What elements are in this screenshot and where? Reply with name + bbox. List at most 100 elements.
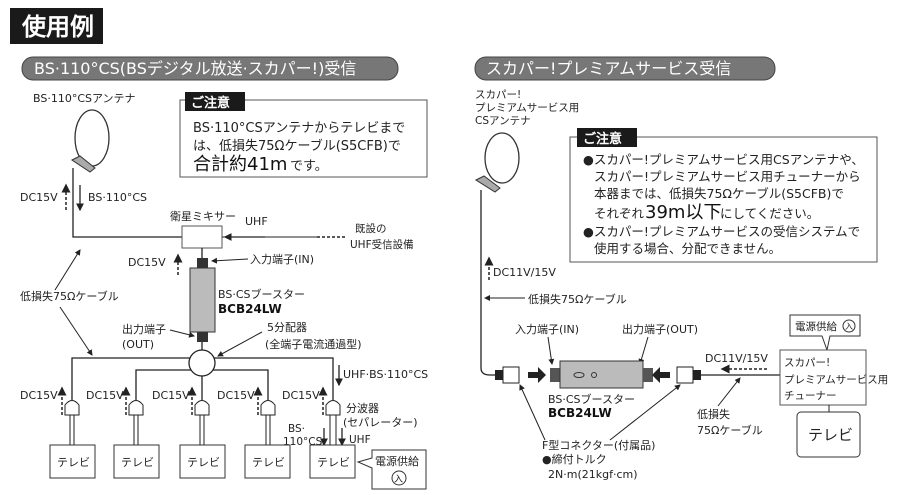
svg-text:ご注意: ご注意 [191, 95, 230, 111]
outlet-2: DC15V [86, 386, 144, 445]
svg-text:●スカパー!プレミアムサービスの受信システムで: ●スカパー!プレミアムサービスの受信システムで [583, 224, 860, 239]
input-terminal-label: 入力端子(IN) [250, 253, 314, 266]
bs-antenna-icon [71, 109, 110, 173]
5-way-splitter-icon [188, 349, 216, 377]
right-section-header: スカパー!プレミアムサービス受信 [474, 56, 776, 81]
page-title: 使用例 [10, 8, 103, 44]
cs-antenna-icon [474, 132, 520, 193]
svg-text:テレビ: テレビ [252, 456, 285, 469]
svg-text:使用する場合、分配できません。: 使用する場合、分配できません。 [594, 241, 781, 256]
svg-text:テレビ: テレビ [121, 456, 154, 469]
bs110cs-label: BS·110°CS [88, 191, 147, 204]
svg-text:BS·CSブースター: BS·CSブースター [218, 287, 305, 301]
svg-text:にしてください。: にしてください。 [720, 206, 819, 221]
svg-text:BS·110°CS(BSデジタル放送·スカパー!)受信: BS·110°CS(BSデジタル放送·スカパー!)受信 [34, 59, 356, 78]
existing-uhf-label: 既設の [355, 222, 387, 235]
svg-text:DC15V: DC15V [152, 389, 190, 402]
svg-text:本器までは、低損失75Ωケーブル(S5CFB)で: 本器までは、低損失75Ωケーブル(S5CFB)で [594, 186, 844, 201]
svg-text:DC15V: DC15V [20, 389, 58, 402]
svg-text:衛星ミキサー: 衛星ミキサー [170, 210, 236, 223]
svg-text:DC15V: DC15V [217, 389, 255, 402]
arrow-right-icon [528, 367, 546, 383]
separator-label-2: (セパレーター) [343, 416, 418, 429]
svg-text:入: 入 [845, 322, 853, 331]
svg-text:ご注意: ご注意 [583, 131, 622, 147]
svg-text:スカパー!: スカパー! [784, 357, 830, 369]
existing-uhf-label-2: UHF受信設備 [350, 238, 414, 251]
outlet-1: DC15V [20, 386, 80, 445]
cable-label-3: 75Ωケーブル [697, 423, 763, 437]
f-connector-right-icon [676, 366, 701, 384]
uhf-label-2: UHF [349, 434, 371, 446]
output-terminal-label: 出力端子(OUT) [622, 322, 698, 336]
connector-label: F型コネクター(付属品) [542, 438, 655, 452]
svg-text:です。: です。 [290, 159, 328, 174]
svg-text:●スカパー!プレミアムサービス用CSアンテナや、: ●スカパー!プレミアムサービス用CSアンテナや、 [583, 152, 864, 167]
dc15v-label: DC15V [128, 256, 166, 269]
svg-text:合計約41m: 合計約41m [193, 154, 287, 175]
output-terminal-label: 出力端子 [122, 322, 166, 336]
cs-antenna-label-2: プレミアムサービス用 [475, 102, 579, 114]
outlet-4: DC15V [217, 386, 276, 445]
svg-text:入: 入 [394, 474, 403, 485]
cs-antenna-cable [480, 190, 497, 376]
svg-text:スカパー!プレミアムサービス用チューナーから: スカパー!プレミアムサービス用チューナーから [594, 169, 861, 184]
satellite-mixer: 衛星ミキサー [170, 210, 236, 249]
svg-text:DC15V: DC15V [282, 389, 320, 402]
torque-label: ●締付トルク [542, 452, 607, 466]
svg-text:プレミアムサービス用: プレミアムサービス用 [784, 374, 888, 386]
cable-label: 低損失75Ωケーブル [20, 289, 119, 303]
torque-value: 2N·m(21kgf·cm) [548, 468, 638, 481]
cs-antenna-label-3: CSアンテナ [475, 115, 531, 127]
dc-label-2: DC11V/15V [705, 352, 768, 365]
splitter-label-2: (全端子電流通過型) [265, 337, 362, 351]
cable-label: 低損失75Ωケーブル [528, 292, 627, 306]
outlet-3: DC15V [152, 386, 210, 445]
cable-label-2: 低損失 [697, 407, 730, 421]
svg-text:39m以下: 39m以下 [645, 202, 721, 223]
svg-text:DC15V: DC15V [86, 389, 124, 402]
svg-text:それぞれ: それぞれ [594, 206, 645, 221]
arrow-left-icon [652, 367, 670, 383]
booster-device-right [550, 360, 653, 389]
notice-box-left: ご注意 BS·110°CSアンテナからテレビまで は、低損失75Ωケーブル(S5… [179, 92, 428, 178]
svg-text:BCB24LW: BCB24LW [218, 302, 282, 316]
tv-2: テレビ [113, 444, 160, 479]
dc-label: DC11V/15V [493, 266, 556, 279]
tuner-box: スカパー! プレミアムサービス用 チューナー [779, 349, 888, 406]
power-supply-callout: 電源供給 入 [356, 449, 427, 490]
booster-model: BCB24LW [548, 406, 612, 420]
svg-text:スカパー!プレミアムサービス受信: スカパー!プレミアムサービス受信 [486, 59, 731, 78]
booster-device: BS·CSブースター BCB24LW [189, 258, 305, 342]
svg-text:テレビ: テレビ [57, 456, 90, 469]
dc15v-label: DC15V [20, 191, 58, 204]
uhf-label: UHF [245, 215, 268, 228]
notice-box-right: ご注意 ●スカパー!プレミアムサービス用CSアンテナや、 スカパー!プレミアムサ… [569, 128, 878, 263]
uhf-bs-label: UHF·BS·110°CS [343, 368, 428, 381]
power-supply-callout-right: 電源供給 入 [789, 314, 861, 352]
cs-antenna-label: スカパー! [475, 89, 521, 101]
tv-4: テレビ [244, 444, 291, 479]
svg-text:チューナー: チューナー [784, 390, 837, 402]
bs-short-label: BS· [288, 423, 305, 435]
svg-text:電源供給: 電源供給 [375, 454, 419, 468]
antenna-label: BS·110°CSアンテナ [33, 92, 136, 105]
left-section-header: BS·110°CS(BSデジタル放送·スカパー!)受信 [21, 56, 399, 81]
svg-text:テレビ: テレビ [187, 456, 220, 469]
output-terminal-label-2: (OUT) [122, 338, 154, 351]
splitter-label: 5分配器 [267, 321, 307, 334]
svg-text:テレビ: テレビ [317, 456, 350, 469]
outlet-5-separator: DC15V [282, 386, 341, 445]
f-connector-left-icon [495, 366, 520, 384]
input-terminal-label: 入力端子(IN) [515, 323, 579, 336]
svg-text:電源供給: 電源供給 [795, 320, 837, 333]
tv-1: テレビ [49, 444, 96, 479]
svg-text:使用例: 使用例 [21, 13, 94, 41]
svg-text:は、低損失75Ωケーブル(S5CFB)で: は、低損失75Ωケーブル(S5CFB)で [193, 138, 401, 154]
svg-text:テレビ: テレビ [808, 426, 853, 444]
tv-right: テレビ [796, 411, 861, 458]
tv-5: テレビ [309, 444, 356, 479]
svg-text:BS·110°CSアンテナからテレビまで: BS·110°CSアンテナからテレビまで [193, 121, 405, 136]
separator-label: 分波器 [346, 402, 379, 415]
